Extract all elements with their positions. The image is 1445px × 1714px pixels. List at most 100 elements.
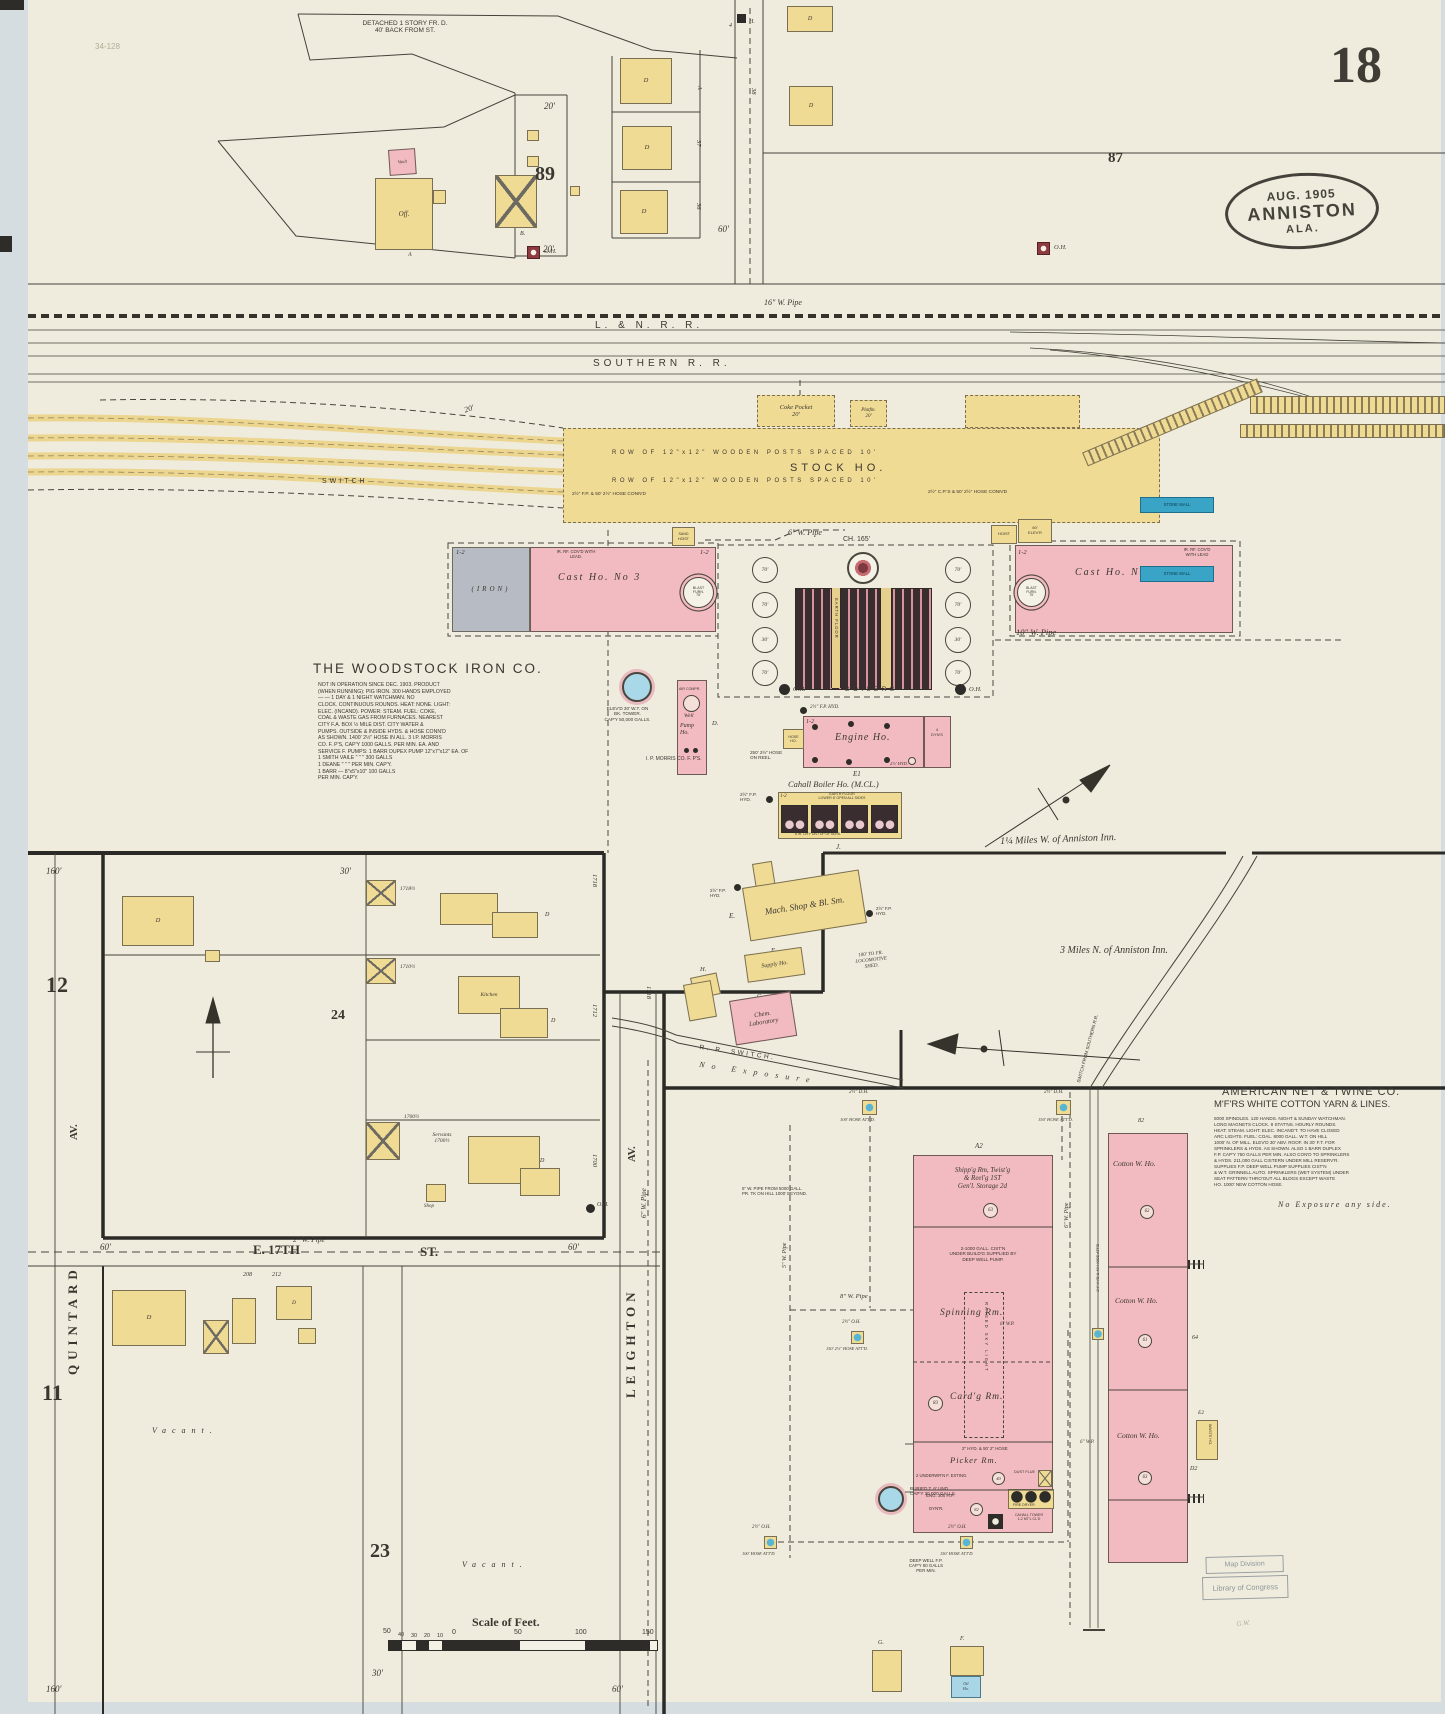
oh-8-hose: 150' HOSE ATT'D. <box>940 1551 974 1556</box>
warehouse-82: 82 <box>1138 1118 1144 1124</box>
fp-hyd-4 <box>866 910 873 917</box>
xbox-3 <box>366 1122 400 1160</box>
block-23: 23 <box>370 1540 390 1562</box>
oh-6-hose: 150' 2½" HOSE ATT'D. <box>826 1346 868 1351</box>
spinning-label: Spinning Rm. <box>940 1308 1004 1318</box>
hydrant-sq-top <box>737 14 746 23</box>
engine-fp-2 <box>848 721 854 727</box>
house-d-3: D <box>620 190 668 234</box>
cahall-label: Cahall Boiler Ho. (M.CL.) <box>788 779 879 789</box>
switch-label: SWITCH <box>322 478 368 485</box>
pencil-note: 34-128 <box>95 42 120 51</box>
scale-150: 150 <box>642 1629 654 1636</box>
scale-50a: 50 <box>383 1628 391 1635</box>
oh-7 <box>764 1536 777 1549</box>
lot-square-3 <box>570 186 580 196</box>
twine-mill <box>913 1155 1053 1533</box>
block-12: 12 <box>46 972 68 997</box>
house-d-2: D <box>622 126 672 170</box>
stamp-city: ANNISTON <box>1246 198 1358 225</box>
waste-house <box>1196 1420 1218 1460</box>
dim-30-top: 30' <box>340 866 351 876</box>
fp-hyd-2 <box>766 796 773 803</box>
engine-fp-6 <box>884 757 890 763</box>
oh-dot-3 <box>779 684 790 695</box>
oh-8 <box>960 1536 973 1549</box>
boiler-strip-2 <box>880 588 892 688</box>
house-11b <box>232 1298 256 1344</box>
engine-fp-4 <box>812 757 818 763</box>
cotton-warehouse <box>1108 1133 1188 1563</box>
margin-mark-top <box>0 0 24 10</box>
oh-symbol-1 <box>527 246 540 259</box>
mill-engine-note: ENG. 300 H.P. <box>926 1493 955 1498</box>
oh-label-4: O.H. <box>969 686 982 693</box>
stamp-state: ALA. <box>1285 221 1321 236</box>
dynamos-label: 4 DYN'S <box>931 727 943 737</box>
cast4-roof-note: IR. RF. COV'D WITH LEAD <box>1183 547 1211 557</box>
stock-hose-right: 2½" C.P.'S & 50' 2½" HOSE CONN'D <box>928 490 1008 495</box>
oh-label-5: O.H. <box>597 1202 609 1208</box>
dust-flue-label: DUST FLUE <box>1014 1470 1036 1474</box>
morris-note: I. P. MORRIS CO. F. P'S. <box>646 756 702 762</box>
mach-e: E. <box>729 912 736 920</box>
stock-row-2: ROW OF 12"x12" WOODEN POSTS SPACED 10' <box>612 478 879 484</box>
engine-fp-5 <box>846 759 852 765</box>
hose-hatch-2 <box>1188 1494 1204 1503</box>
sprinkler-count-6: 61 <box>1138 1334 1152 1348</box>
loc-stamp-name: Library of Congress <box>1201 1574 1289 1601</box>
house-d-6: D <box>122 896 194 946</box>
kitchen-wing <box>500 1008 548 1038</box>
dynamo-room <box>924 716 951 768</box>
stock-annex <box>965 395 1080 428</box>
fp-hyd-1 <box>800 707 807 714</box>
engine-e1: E1 <box>853 770 861 778</box>
stone-wall-1: STONE WALL <box>1140 497 1214 513</box>
dim-30-bottom: 30' <box>372 1668 383 1678</box>
hyd-25-label: 2½' HYD. <box>890 761 908 766</box>
iron-section: (IRON) <box>452 547 530 632</box>
oh-label-2: O.H. <box>1054 244 1067 251</box>
house-d-7-wing <box>492 912 538 938</box>
sprinkler-count-5: 62 <box>1140 1205 1154 1219</box>
direction-arrow-w <box>926 1029 1141 1067</box>
boiler-strip-1 <box>831 588 841 688</box>
stove-l2: 70' <box>752 592 778 618</box>
addr-212: 212 <box>272 1272 281 1278</box>
dh-2-label: 2½" D.H. <box>1044 1090 1064 1095</box>
elevator: 60' ELEV'R <box>1018 519 1052 543</box>
scale-20: 20 <box>424 1633 431 1639</box>
addr-1700h: 1700½ <box>404 1114 420 1120</box>
ant-desc: 5000 SPINDLES. 120 HANDS. NIGHT & SUNDAY… <box>1214 1116 1350 1187</box>
buried-tank-note: BURIED T. 6' UND. CAP'Y 30,000 GALLS. <box>910 1486 956 1497</box>
dh-1-label: 2½" D.H. <box>849 1090 869 1095</box>
hyd-2in-note: 2" HYD. & 50' 2" HOSE <box>962 1446 1008 1451</box>
sheet-number: 18 <box>1330 37 1382 94</box>
rr-southern-label: SOUTHERN R. R. <box>593 358 731 369</box>
extinguisher-note: 2 UNDERWR'N F. EXTING. <box>916 1473 968 1478</box>
loc-stamp-division: Map Division <box>1205 1554 1284 1575</box>
vacant-11: Vacant. <box>152 1426 218 1435</box>
office-bldg: Off. <box>375 178 433 250</box>
warehouse-d2: D2 <box>1190 1466 1198 1472</box>
house-d-1: D <box>620 58 672 104</box>
office-wing <box>433 190 446 204</box>
mill-a2: A2 <box>975 1142 983 1150</box>
cahall-floor-note: EARTH FLOOR LOWER 8' OPEN ALL SIDES <box>818 792 866 801</box>
waste-e2: E2 <box>1198 1410 1205 1416</box>
addr-1718h: 1718½ <box>400 886 416 892</box>
woodstock-desc: NOT IN OPERATION SINCE DEC. 1903. PRODUC… <box>318 682 469 782</box>
hose-hatch-1 <box>1188 1260 1204 1269</box>
addr-208: 208 <box>243 1272 252 1278</box>
cast4-mark: 1-2 <box>1018 549 1027 556</box>
cast-house-3-label: Cast Ho. No 3 <box>558 572 642 583</box>
stove-l4: 70' <box>752 660 778 686</box>
fp-hyd-1-label: 2½" F.P. HYD. <box>810 705 840 710</box>
block-87: 87 <box>1108 150 1123 166</box>
cahall-unit-2 <box>811 805 838 833</box>
stone-wall-2: STONE WALL <box>1140 566 1214 582</box>
trestle-band-2 <box>1240 424 1445 438</box>
engine-fp-3 <box>884 723 890 729</box>
hose-reel-note: 250' 2½" HOSE ON REEL. <box>750 750 783 761</box>
